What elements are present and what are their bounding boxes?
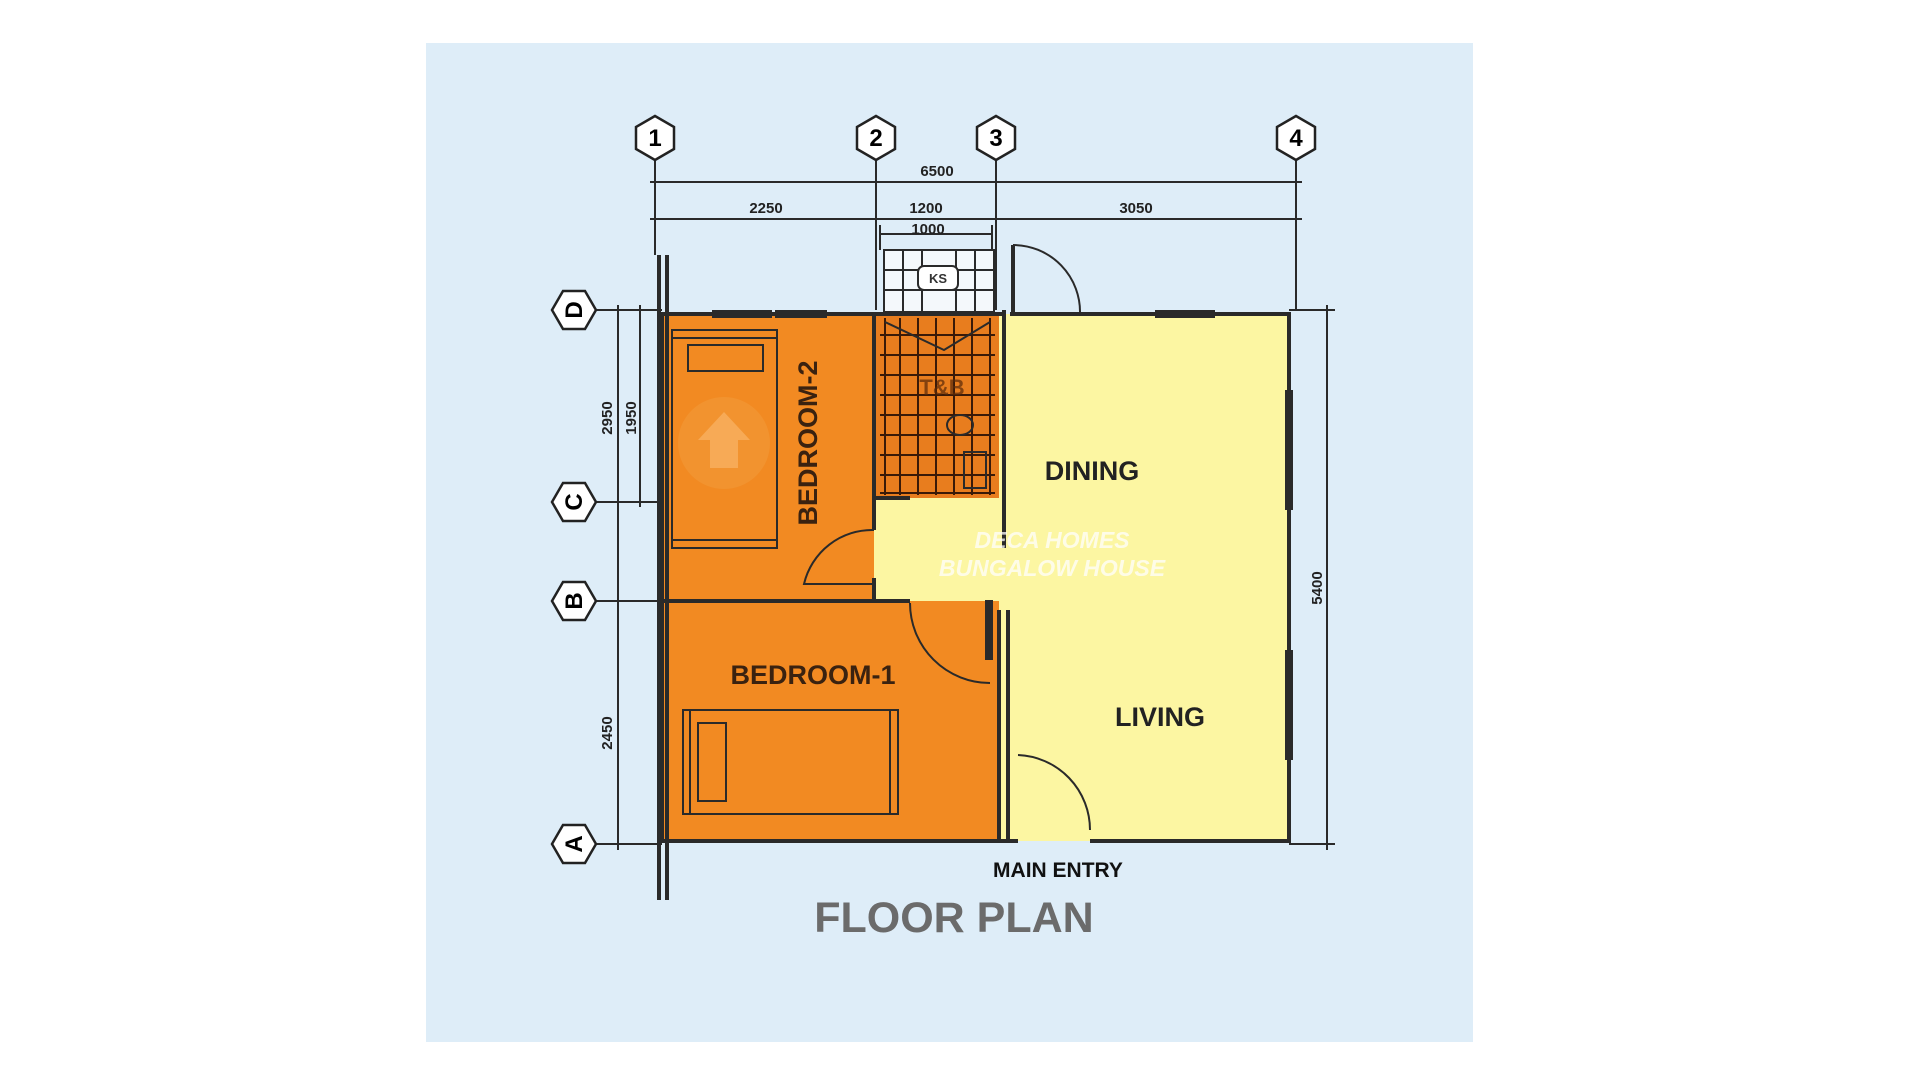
grid-bubble-1: 1 xyxy=(634,114,676,162)
svg-text:3: 3 xyxy=(989,125,1002,152)
windows xyxy=(712,310,1293,760)
door-swings xyxy=(802,244,1092,831)
grid-bubble-C: C xyxy=(550,481,598,523)
dim-overall-depth: 5400 xyxy=(1309,571,1326,604)
grid-bubble-B: B xyxy=(550,580,598,622)
watermark-line-1: DECA HOMES xyxy=(974,527,1130,553)
floor-plan-title: FLOOR PLAN xyxy=(814,894,1093,942)
svg-text:4: 4 xyxy=(1289,125,1303,152)
room-label-dining: DINING xyxy=(1045,456,1140,486)
dim-overall-width: 6500 xyxy=(920,163,953,180)
svg-text:D: D xyxy=(561,301,588,318)
main-entry-label: MAIN ENTRY xyxy=(993,859,1123,882)
svg-text:2: 2 xyxy=(869,125,882,152)
room-label-bedroom-2: BEDROOM-2 xyxy=(793,360,823,525)
watermark-logo xyxy=(678,397,770,489)
grid-bubble-4: 4 xyxy=(1275,114,1317,162)
svg-text:1: 1 xyxy=(648,125,661,152)
dim-row-b-a: 2450 xyxy=(599,716,616,749)
watermark-line-2: BUNGALOW HOUSE xyxy=(939,555,1166,581)
bed-bedroom-2 xyxy=(671,329,778,549)
grid-lines xyxy=(594,155,1297,845)
bedroom-1-area xyxy=(662,601,999,841)
room-label-living: LIVING xyxy=(1115,702,1205,732)
grid-bubble-2: 2 xyxy=(855,114,897,162)
shower-lines xyxy=(884,321,991,352)
svg-text:C: C xyxy=(561,493,588,510)
svg-text:A: A xyxy=(561,835,588,852)
dim-col-2-3: 1200 xyxy=(909,200,942,217)
hall-area xyxy=(874,498,999,601)
lavatory-icon xyxy=(963,451,987,489)
room-label-bedroom-1: BEDROOM-1 xyxy=(730,660,895,690)
ks-sink xyxy=(917,265,959,291)
dim-row-d-b: 2950 xyxy=(599,401,616,434)
grid-bubble-D: D xyxy=(550,289,598,331)
toilet-icon xyxy=(946,414,974,436)
grid-bubble-3: 3 xyxy=(975,114,1017,162)
tb-area xyxy=(876,314,999,498)
grid-bubble-A: A xyxy=(550,823,598,865)
tb-tile-grid xyxy=(880,318,995,495)
dim-col-1-2: 2250 xyxy=(749,200,782,217)
bed-bedroom-1 xyxy=(682,709,899,815)
dimension-lines xyxy=(617,181,1335,850)
dim-ks-width: 1000 xyxy=(911,221,944,238)
dim-row-d-c: 1950 xyxy=(623,401,640,434)
dim-col-3-4: 3050 xyxy=(1119,200,1152,217)
tb-label: T&B xyxy=(919,375,964,400)
ks-label: KS xyxy=(929,271,947,286)
svg-text:B: B xyxy=(561,592,588,609)
walls xyxy=(657,245,1291,900)
